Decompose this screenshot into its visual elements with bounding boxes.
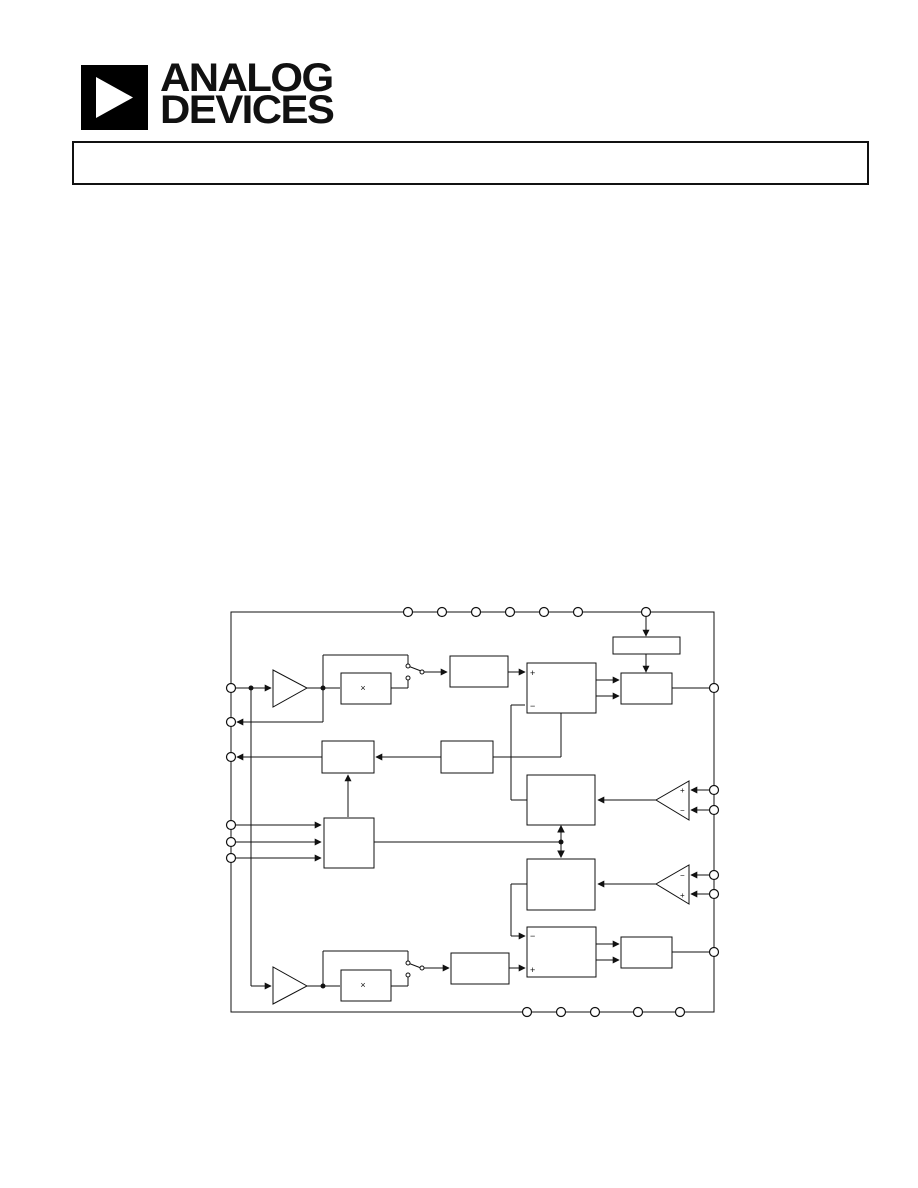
lower-multiplier-block [340,969,392,1002]
lower-output-block [620,936,673,969]
lower-multiplier-symbol: × [360,980,365,990]
brand-line-1: ANALOG [160,56,334,100]
control-block [323,817,375,869]
upper-output-block [620,672,673,705]
upper-comparator-block [526,662,597,714]
triangle-logo-icon [81,65,148,130]
mid-right-block [440,740,494,774]
lower-plus-sign: + [530,965,535,975]
analog-devices-logo: ANALOG DEVICES [81,58,335,130]
upper-input-comparator [655,780,690,821]
cmp2-plus-sign: + [680,891,685,900]
brand-line-2: DEVICES [160,88,335,132]
upper-plus-sign: + [530,668,535,678]
upper-filter-block [449,655,509,688]
lower-minus-sign: − [530,931,535,941]
upper-multiplier-block [340,672,392,705]
chip-pins [225,606,720,1018]
lower-amplifier [272,966,309,1005]
upper-logic-block [526,774,596,826]
top-reference-block [612,636,681,655]
lower-logic-block [526,858,596,911]
lower-comparator-block [526,926,597,978]
cmp1-plus-sign: + [680,786,685,795]
cmp1-minus-sign: − [680,806,685,815]
lower-filter-block [450,952,510,985]
upper-multiplier-symbol: × [360,683,365,693]
upper-amplifier [272,669,309,708]
brand-wordmark: ANALOG DEVICES [160,58,335,130]
upper-minus-sign: − [530,701,535,711]
chip-outline [230,611,715,1013]
mid-left-block [321,740,375,774]
lower-input-comparator [655,864,690,905]
title-box [72,141,869,185]
cmp2-minus-sign: − [680,871,685,880]
